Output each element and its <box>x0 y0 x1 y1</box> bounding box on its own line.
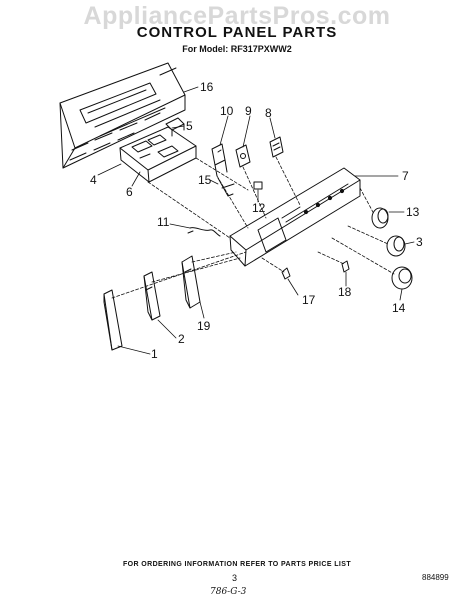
callout-11: 11 <box>157 215 170 229</box>
leader-lines <box>97 86 415 355</box>
callout-15: 15 <box>198 173 212 187</box>
page-number: 3 <box>232 573 238 583</box>
watermark: AppliancePartsPros.com <box>83 2 391 30</box>
part-9-relay <box>235 144 251 168</box>
callout-10: 10 <box>220 104 234 118</box>
callout-17: 17 <box>302 293 316 307</box>
part-5-clip <box>165 117 185 137</box>
part-13-knob <box>371 207 389 229</box>
callout-19: 19 <box>197 319 211 333</box>
callout-14: 14 <box>392 301 406 315</box>
callout-2: 2 <box>178 332 185 346</box>
callout-4: 4 <box>90 173 97 187</box>
part-1-end-cap <box>103 289 123 351</box>
part-8-switch <box>269 136 284 158</box>
part-12-connector <box>253 181 263 190</box>
part-17-screw <box>281 267 291 280</box>
callout-7: 7 <box>402 169 409 183</box>
callout-3: 3 <box>416 235 423 249</box>
part-18-screw <box>341 260 350 273</box>
handwritten-mark: 786-G-3 <box>210 587 247 597</box>
model-subtitle: For Model: RF317PXWW2 <box>182 44 292 54</box>
part-19-bracket <box>181 255 201 309</box>
callout-labels: 1 2 3 4 5 6 7 8 9 10 11 12 13 14 15 16 1… <box>90 80 423 361</box>
part-15-harness <box>217 177 235 197</box>
callout-13: 13 <box>406 205 420 219</box>
ordering-note: FOR ORDERING INFORMATION REFER TO PARTS … <box>122 561 352 568</box>
callout-1: 1 <box>151 347 158 361</box>
callout-16: 16 <box>200 80 214 94</box>
callout-12: 12 <box>252 201 266 215</box>
part-10-switch <box>211 143 228 177</box>
callout-8: 8 <box>265 106 272 120</box>
part-2-bracket <box>143 271 161 321</box>
callout-6: 6 <box>126 185 133 199</box>
callout-9: 9 <box>245 104 252 118</box>
assembly-lines <box>111 156 395 299</box>
part-3-knob <box>386 235 406 257</box>
diagram-title: CONTROL PANEL PARTS <box>136 24 338 41</box>
callout-18: 18 <box>338 285 352 299</box>
part-7-control-panel <box>229 167 361 267</box>
document-code: 884899 <box>422 573 449 582</box>
part-14-knob <box>391 266 413 290</box>
callout-5: 5 <box>186 119 193 133</box>
part-16-backguard-panel <box>59 62 186 169</box>
part-11-wire <box>187 227 221 237</box>
